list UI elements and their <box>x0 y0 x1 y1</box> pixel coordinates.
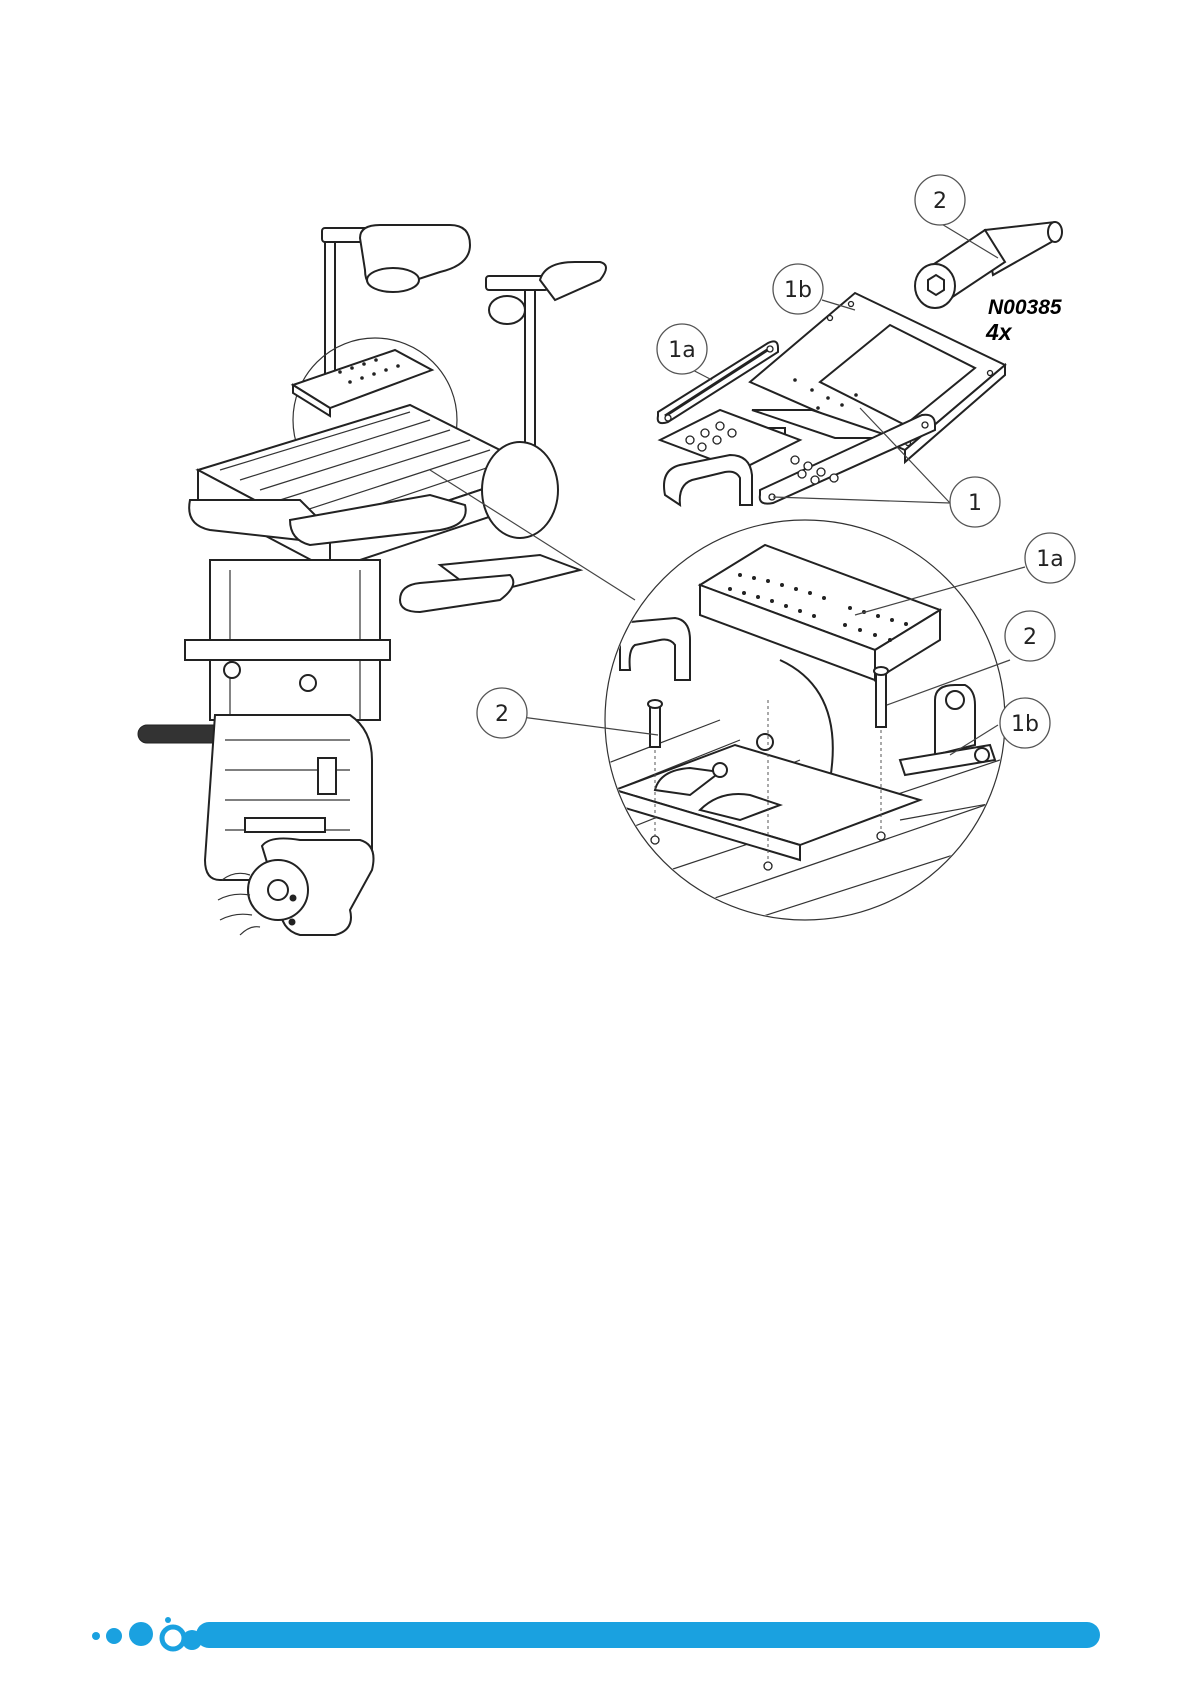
exploded-parts <box>658 222 1062 505</box>
callout-assembly-1: 1 <box>950 477 1000 527</box>
quantity-label: 4x <box>985 319 1013 345</box>
callout-plate-1a-detail: 1a <box>1025 533 1075 583</box>
callout-plate-1b-top: 1b <box>773 264 823 314</box>
main-assembly-illustration <box>138 225 635 935</box>
svg-text:1: 1 <box>968 491 982 516</box>
svg-text:1b: 1b <box>784 278 812 303</box>
svg-text:2: 2 <box>495 702 509 727</box>
callout-bolt-top: 2 <box>915 175 965 225</box>
svg-text:1a: 1a <box>1036 547 1063 572</box>
svg-text:2: 2 <box>1023 625 1037 650</box>
callout-bolt-detail-right: 2 <box>1005 611 1055 661</box>
part-code-label: N00385 <box>988 296 1062 319</box>
callout-plate-1b-detail: 1b <box>1000 698 1050 748</box>
svg-text:1b: 1b <box>1011 712 1039 737</box>
detail-view <box>514 520 1025 940</box>
callout-rail-1a-top: 1a <box>657 324 707 374</box>
footer-accent-bar <box>196 1622 1100 1648</box>
svg-text:2: 2 <box>933 189 947 214</box>
callout-bolt-detail-left: 2 <box>477 688 527 738</box>
svg-text:1a: 1a <box>668 338 695 363</box>
